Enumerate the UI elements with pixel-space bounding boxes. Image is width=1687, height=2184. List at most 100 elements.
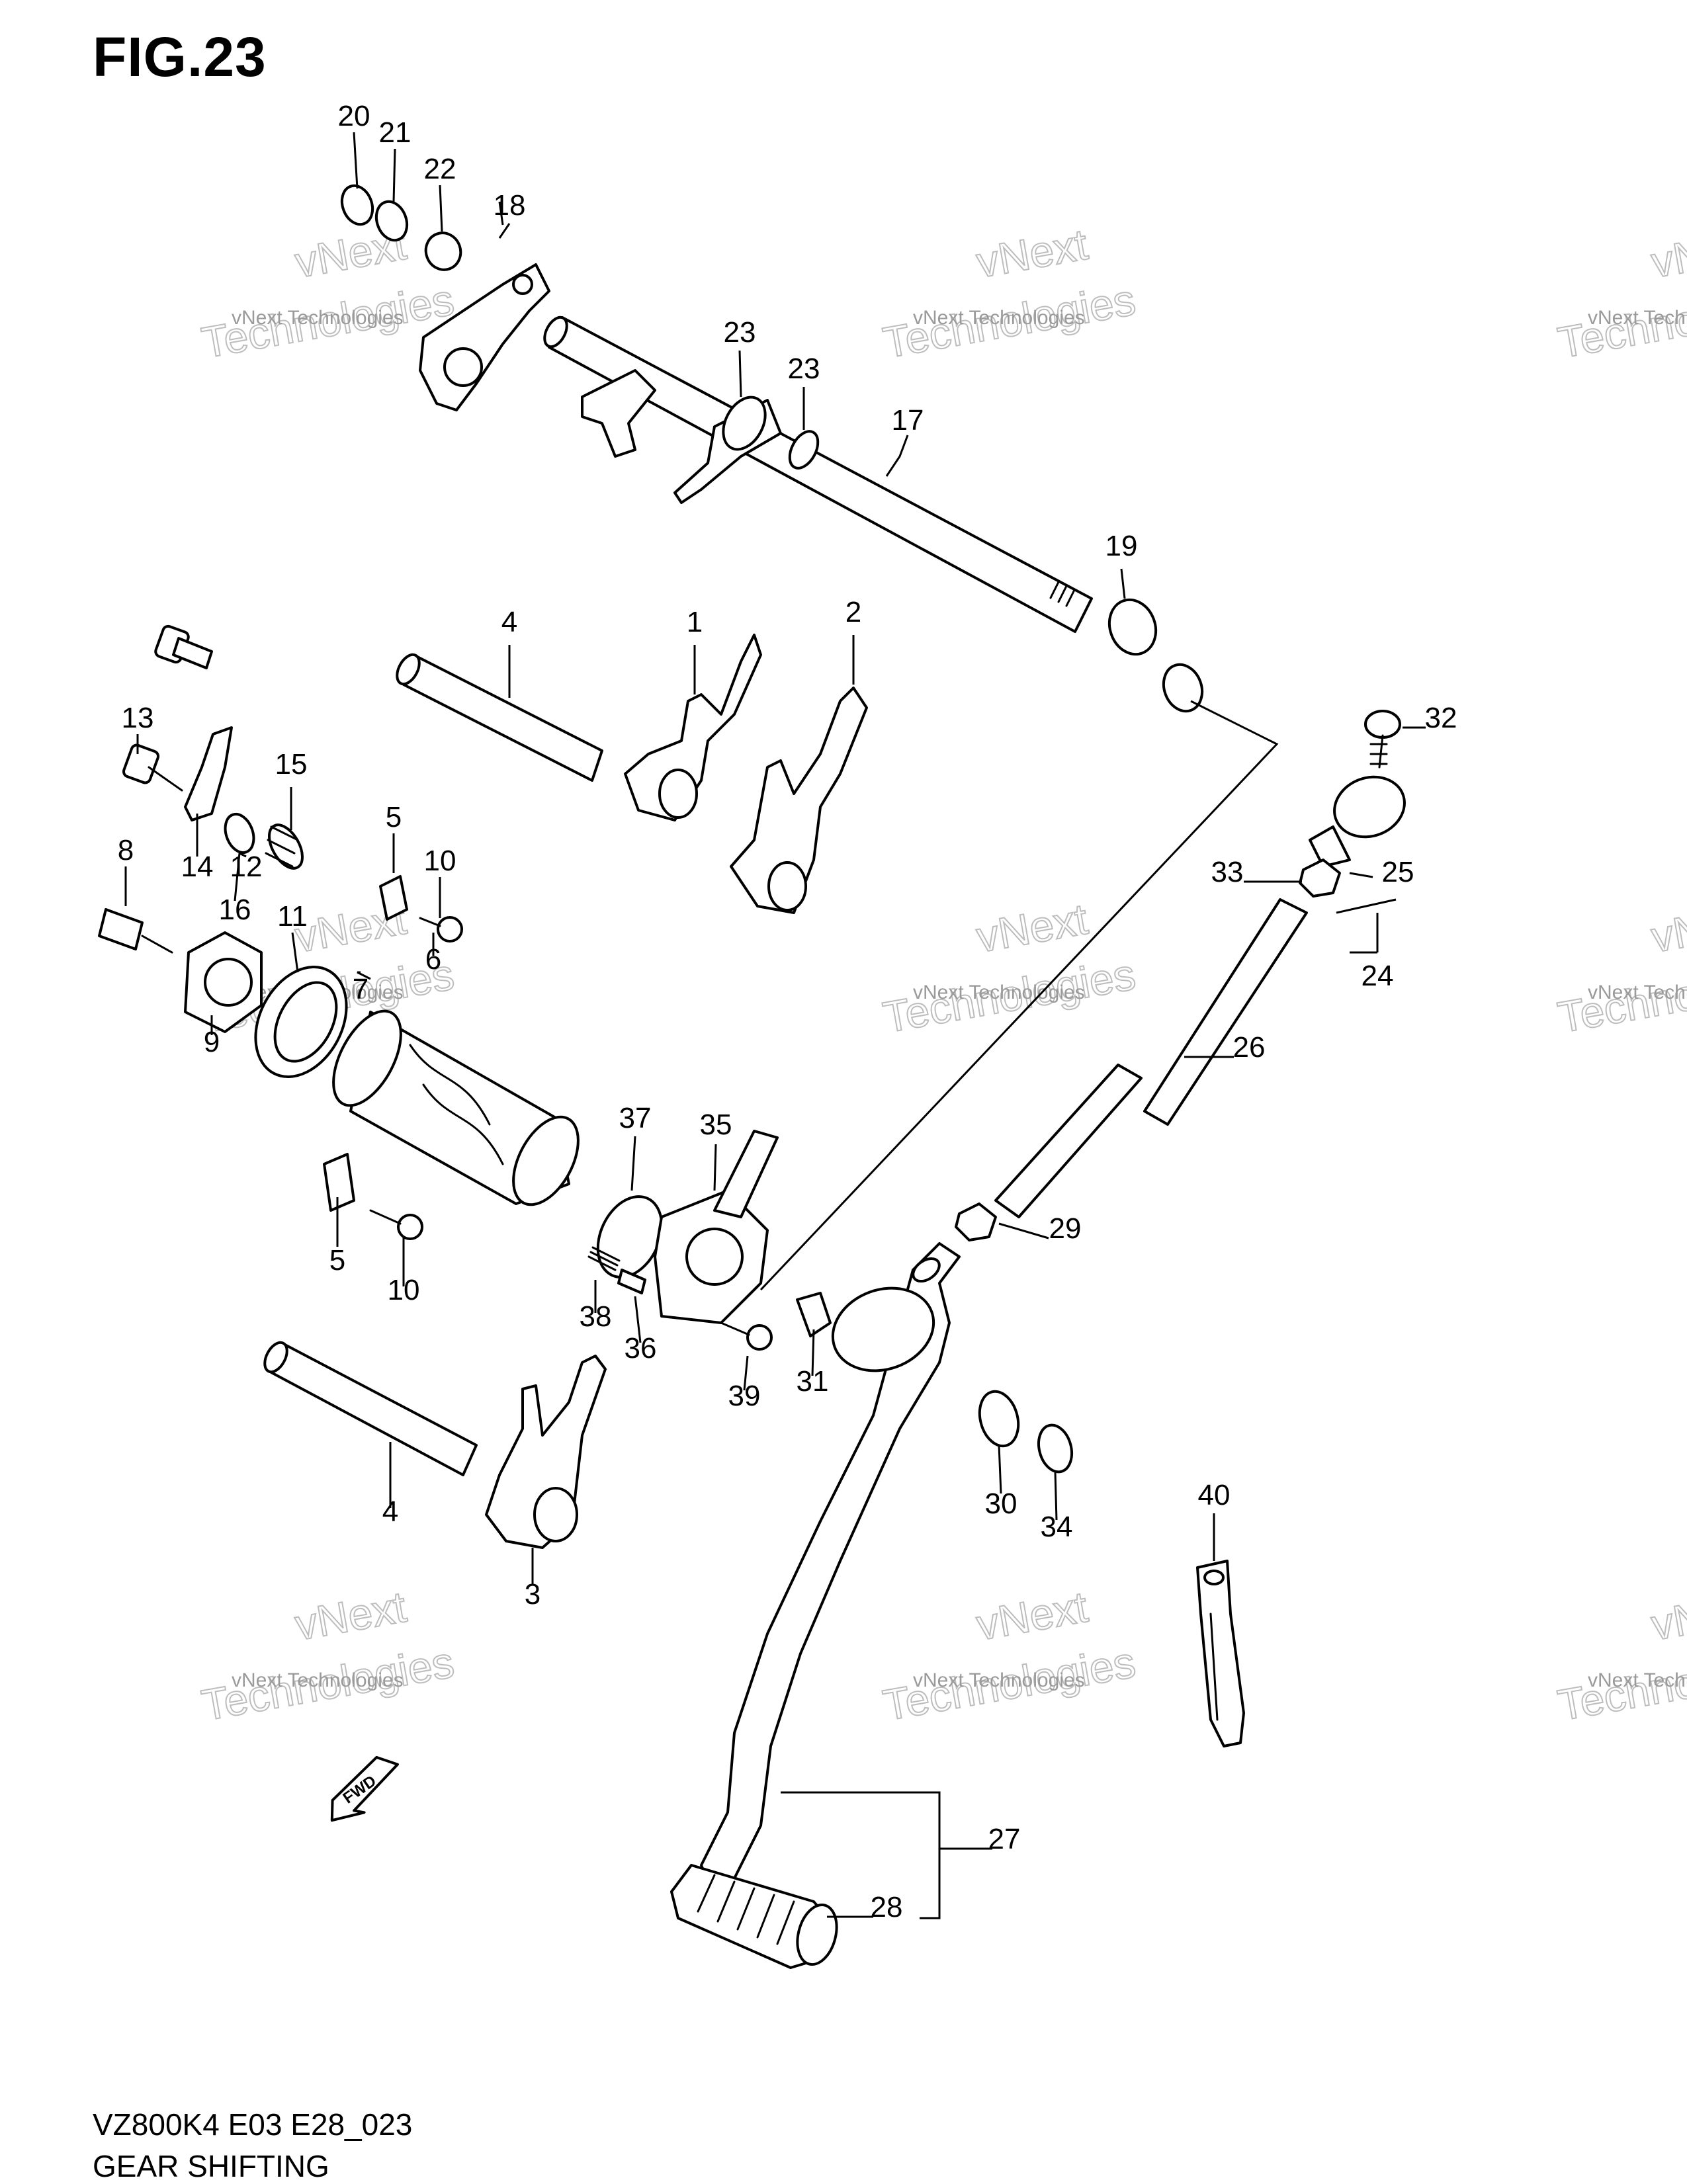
callout-number: 8 — [118, 834, 134, 866]
washer-part-shaft-end — [1162, 663, 1204, 713]
nut-part-29 — [955, 1202, 997, 1241]
tie-rod-part-26 — [1143, 898, 1308, 1126]
watermark-word-vnext: vNext — [973, 220, 1091, 287]
watermark-word-vnext: vNext — [1647, 220, 1687, 287]
leader-line — [439, 185, 443, 232]
callout-number: 40 — [1198, 1479, 1231, 1511]
leader-line — [738, 350, 742, 398]
screw-part-10-lower — [369, 1209, 423, 1240]
callout-number: 31 — [797, 1365, 829, 1398]
bolt-part-18 — [154, 624, 213, 669]
watermark-word-vnext: vNext — [973, 894, 1091, 962]
shift-fork-part-1 — [624, 634, 762, 821]
screw-part-10 — [419, 916, 463, 943]
watermark-word-vnext: vNext — [973, 1582, 1091, 1650]
leader-line — [357, 971, 371, 980]
leader-line — [291, 932, 299, 973]
callout-number: 28 — [871, 1891, 903, 1923]
callout-number: 3 — [525, 1578, 541, 1611]
cam-driven-gear-part-35 — [654, 1130, 779, 1324]
leader-line — [713, 1144, 717, 1191]
section-title: GEAR SHIFTING — [93, 2149, 329, 2183]
callout-number: 38 — [580, 1300, 612, 1333]
callout-number: 23 — [724, 316, 756, 349]
callout-number: 6 — [425, 943, 441, 976]
callout-number: 24 — [1362, 960, 1394, 992]
stopper-plate-part-17 — [419, 263, 550, 411]
shift-fork-bracket — [581, 369, 656, 458]
washer-part-15 — [224, 812, 255, 855]
watermark-text: vNext Technologies — [232, 1669, 404, 1691]
watermark-text: vNext Technologies — [913, 307, 1085, 329]
callout-number: 1 — [687, 606, 703, 638]
callout-number: 7 — [353, 973, 368, 1005]
fork-shaft-part-4-lower — [263, 1341, 478, 1476]
washer-part-31 — [796, 1292, 832, 1337]
bearing-part-20 — [1107, 598, 1158, 656]
leader-line — [998, 1445, 1002, 1494]
gearshift-cam-drum — [332, 1009, 580, 1206]
leader-line — [353, 132, 359, 189]
shift-fork-part-22 — [673, 396, 782, 504]
pin-part-36 — [617, 1269, 646, 1294]
callout-number: 4 — [501, 606, 517, 638]
leader-line — [634, 1296, 642, 1343]
pin-part-8 — [98, 908, 173, 954]
callout-number: 17 — [892, 404, 924, 437]
callout-number: 19 — [1105, 530, 1138, 562]
leader-line — [1054, 1471, 1058, 1521]
callout-number: 10 — [388, 1274, 420, 1306]
callout-number: 12 — [230, 851, 263, 883]
callout-number: 26 — [1233, 1031, 1266, 1064]
watermark-text: vNext Technologies — [1588, 307, 1687, 329]
watermark-text: vNext Technologies — [913, 1669, 1085, 1691]
nut-part-33 — [1299, 859, 1341, 898]
connector-line — [759, 700, 1279, 1291]
spring-part-13 — [265, 823, 304, 870]
fork-shaft-part-4 — [396, 653, 603, 782]
callout-number: 29 — [1049, 1212, 1082, 1245]
callout-number: 21 — [379, 116, 411, 149]
callout-number: 5 — [386, 801, 402, 833]
callout-number: 27 — [988, 1823, 1021, 1855]
leader-line — [1349, 872, 1373, 878]
callout-number: 33 — [1211, 856, 1244, 888]
leader-line — [1336, 898, 1397, 954]
callout-number: 36 — [625, 1332, 657, 1365]
leader-line — [885, 435, 909, 477]
bearing-part-11 — [254, 966, 348, 1078]
shift-fork-part-3 — [485, 1355, 607, 1549]
tie-rod-joint-part-25 — [1309, 775, 1406, 868]
callout-number: 14 — [181, 851, 214, 883]
callout-number: 34 — [1041, 1511, 1073, 1543]
circlip-part-34 — [1037, 1423, 1073, 1474]
callout-number: 37 — [619, 1102, 652, 1134]
bolt-part-32 — [1364, 710, 1401, 769]
plate-part-5 — [379, 875, 408, 921]
callout-number: 2 — [845, 596, 861, 628]
stopper-arm-part-12 — [184, 726, 233, 821]
leader-line — [1120, 568, 1126, 599]
bearing-part-21 — [424, 231, 462, 271]
plate-part-5-lower — [323, 1153, 355, 1212]
callout-number: 20 — [338, 100, 370, 132]
leader-line — [743, 1355, 749, 1391]
callout-number: 32 — [1425, 702, 1457, 734]
leader-line — [630, 1136, 636, 1191]
watermark-word-vnext: vNext — [1647, 1582, 1687, 1650]
watermark-text: vNext Technologies — [232, 307, 404, 329]
callout-number: 35 — [700, 1109, 732, 1141]
gearshift-lever-part-27 — [700, 1242, 961, 1900]
model-code: VZ800K4 E03 E28_023 — [93, 2107, 413, 2142]
leader-line — [781, 1791, 992, 1919]
callout-number: 9 — [204, 1026, 220, 1058]
